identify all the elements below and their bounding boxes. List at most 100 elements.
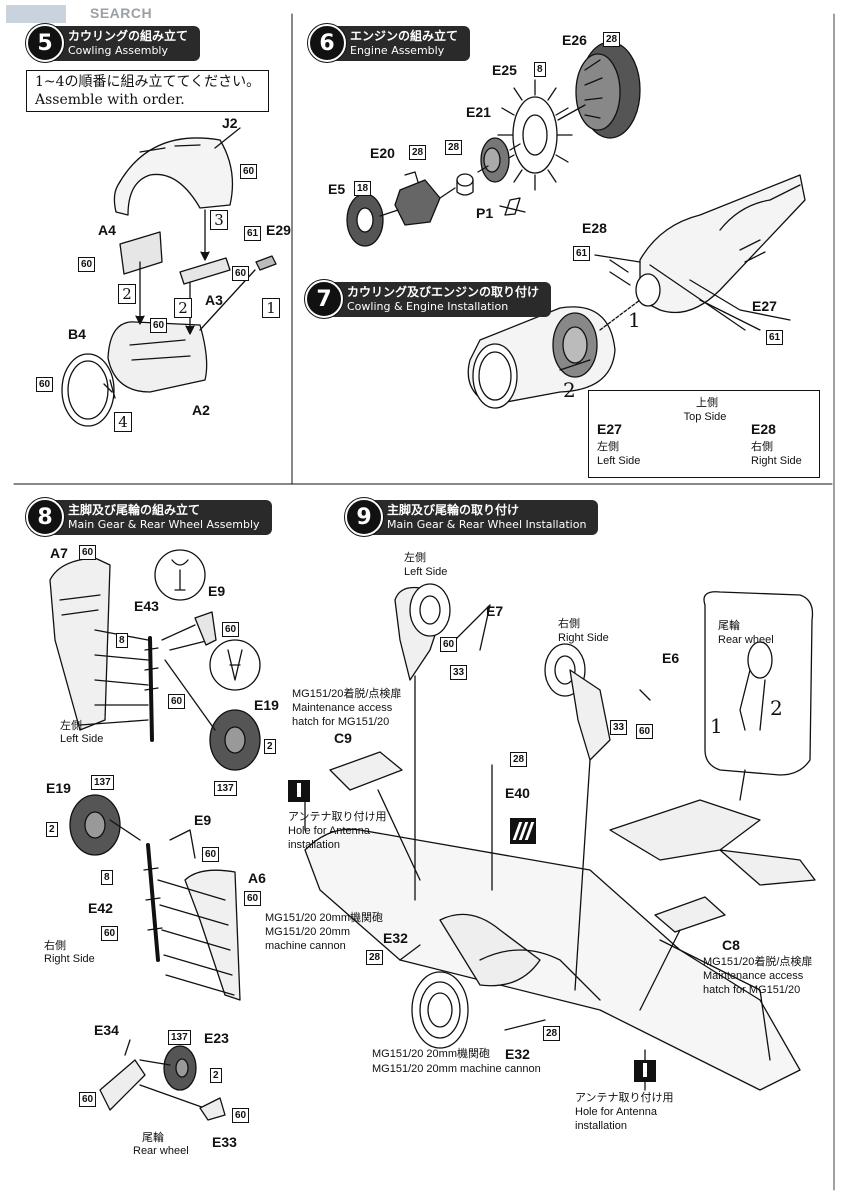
note-jp: 1~4の順番に組み立ててください。: [35, 74, 261, 90]
part-label-a2: A2: [192, 402, 210, 418]
orientation-top-jp: 上側: [696, 397, 718, 409]
section-9-header: 9 主脚及び尾輪の取り付け Main Gear & Rear Wheel Ins…: [345, 498, 599, 536]
orientation-left-jp: 左側: [597, 441, 619, 453]
inset-rear-jp: 尾輪: [718, 620, 740, 632]
cannon2-jp: MG151/20 20mm機関砲: [372, 1048, 490, 1060]
paint-code: 60: [150, 318, 168, 333]
section-title-bar: カウリングの組み立て Cowling Assembly: [46, 25, 201, 61]
part-label-e19-bottom: E19: [46, 780, 71, 796]
section-number: 8: [26, 498, 64, 536]
part-label-p1: P1: [476, 205, 494, 221]
part-label-a3: A3: [205, 292, 223, 308]
gear-e9-drawing: [194, 611, 217, 646]
section-title-bar: カウリング及びエンジンの取り付け Cowling & Engine Instal…: [325, 281, 552, 317]
section-title-jp: 主脚及び尾輪の取り付け: [387, 502, 520, 517]
label-right-en: Right Side: [44, 953, 95, 965]
paint-code: 8: [534, 62, 546, 77]
engine-assembly-drawing: [467, 306, 616, 409]
engine-e25-drawing: [497, 79, 573, 191]
section-7-header: 7 カウリング及びエンジンの取り付け Cowling & Engine Inst…: [305, 280, 552, 318]
gear-leg-e43-drawing: [144, 636, 159, 742]
paint-code: 61: [766, 330, 784, 345]
part-label-e27: E27: [752, 298, 777, 314]
cowling-a4-drawing: [119, 231, 163, 275]
label-left-en: Left Side: [404, 566, 448, 578]
section-number: 7: [305, 280, 343, 318]
paint-code: 60: [36, 377, 54, 392]
paint-code: 8: [101, 870, 113, 885]
paint-code: 2: [46, 822, 58, 837]
orientation-part-e28: E28: [751, 421, 776, 437]
part-label-a4: A4: [98, 222, 116, 238]
section-title-en: Main Gear & Rear Wheel Installation: [387, 517, 587, 531]
aircraft-fuselage-drawing: [609, 174, 806, 331]
paint-code: 28: [603, 32, 621, 47]
step-marker-1: 1: [262, 298, 280, 318]
wheel-e19-top-drawing: [209, 709, 261, 771]
paint-code: 8: [116, 633, 128, 648]
label-right-jp: 右側: [44, 940, 66, 952]
part-label-e28: E28: [582, 220, 607, 236]
section-title-en: Cowling & Engine Installation: [347, 299, 509, 313]
section-title-en: Engine Assembly: [350, 43, 445, 57]
paint-code: 60: [202, 847, 220, 862]
step-marker-3: 3: [210, 210, 228, 230]
paint-code: 60: [440, 637, 458, 652]
section-title-jp: カウリングの組み立て: [68, 28, 189, 43]
orientation-top-en: Top Side: [683, 411, 727, 423]
paint-code: 60: [244, 891, 262, 906]
part-label-c9: C9: [334, 730, 352, 746]
part-label-e26: E26: [562, 32, 587, 48]
inset-rear-en: Rear wheel: [718, 634, 774, 646]
paint-code: 61: [244, 226, 262, 241]
step-marker-2: 2: [174, 298, 192, 318]
part-label-e6: E6: [662, 650, 680, 666]
note-en: Assemble with order.: [35, 92, 185, 108]
engine-e26-drawing: [575, 41, 641, 139]
rear-wheel-e34-drawing: [99, 1039, 146, 1111]
part-label-e32-bottom: E32: [505, 1046, 530, 1062]
drill-icon: [634, 1060, 656, 1082]
orientation-right-en: Right Side: [751, 455, 802, 467]
hatch-c8-drawing: [654, 896, 726, 933]
antenna-c9-en2: installation: [288, 839, 340, 851]
label-left-jp: 左側: [404, 552, 426, 564]
paint-code: 60: [232, 266, 250, 281]
cannon-jp: MG151/20 20mm機関砲: [265, 912, 383, 924]
label-right-en: Right Side: [558, 632, 609, 644]
part-label-e43: E43: [134, 598, 159, 614]
drill-icon: [288, 780, 310, 802]
paint-code: 33: [610, 720, 628, 735]
part-label-e32-top: E32: [383, 930, 408, 946]
part-label-b4: B4: [68, 326, 86, 342]
part-label-e29: E29: [266, 222, 291, 238]
antenna-c8-en1: Hole for Antenna: [575, 1106, 657, 1118]
cowling-a3-drawing: [179, 257, 231, 285]
hatch-c8-en1: Maintenance access: [703, 970, 804, 982]
part-label-e34: E34: [94, 1022, 119, 1038]
engine-e20-drawing: [394, 171, 441, 226]
paint-code: 60: [78, 257, 96, 272]
gear-door-a6-drawing: [184, 869, 241, 1001]
gear-door-a7-drawing: [49, 557, 111, 731]
cannon2-en: MG151/20 20mm machine cannon: [372, 1063, 541, 1075]
section-number: 5: [26, 24, 64, 62]
hatch-c9-en1: Maintenance access: [292, 702, 393, 714]
rear-wheel-e23-drawing: [163, 1045, 197, 1091]
section-title-jp: エンジンの組み立て: [350, 28, 459, 43]
orientation-left-en: Left Side: [597, 455, 641, 467]
part-label-j2: J2: [222, 115, 238, 131]
section-title-en: Main Gear & Rear Wheel Assembly: [68, 517, 260, 531]
engine-p1-drawing: [456, 173, 474, 196]
label-rear-en: Rear wheel: [133, 1145, 189, 1157]
step-number-2: 2: [563, 378, 576, 402]
inset-step-2: 2: [770, 696, 783, 720]
gear-leg-e42-drawing: [143, 843, 163, 962]
orientation-right-jp: 右側: [751, 441, 773, 453]
hatch-c9-jp: MG151/20着脱/点検扉: [292, 688, 402, 700]
cowling-b4-ring: [61, 353, 115, 427]
label-left-jp: 左側: [60, 720, 82, 732]
paint-code: 60: [168, 694, 186, 709]
section-title-bar: 主脚及び尾輪の取り付け Main Gear & Rear Wheel Insta…: [365, 499, 599, 535]
part-label-c8: C8: [722, 937, 740, 953]
